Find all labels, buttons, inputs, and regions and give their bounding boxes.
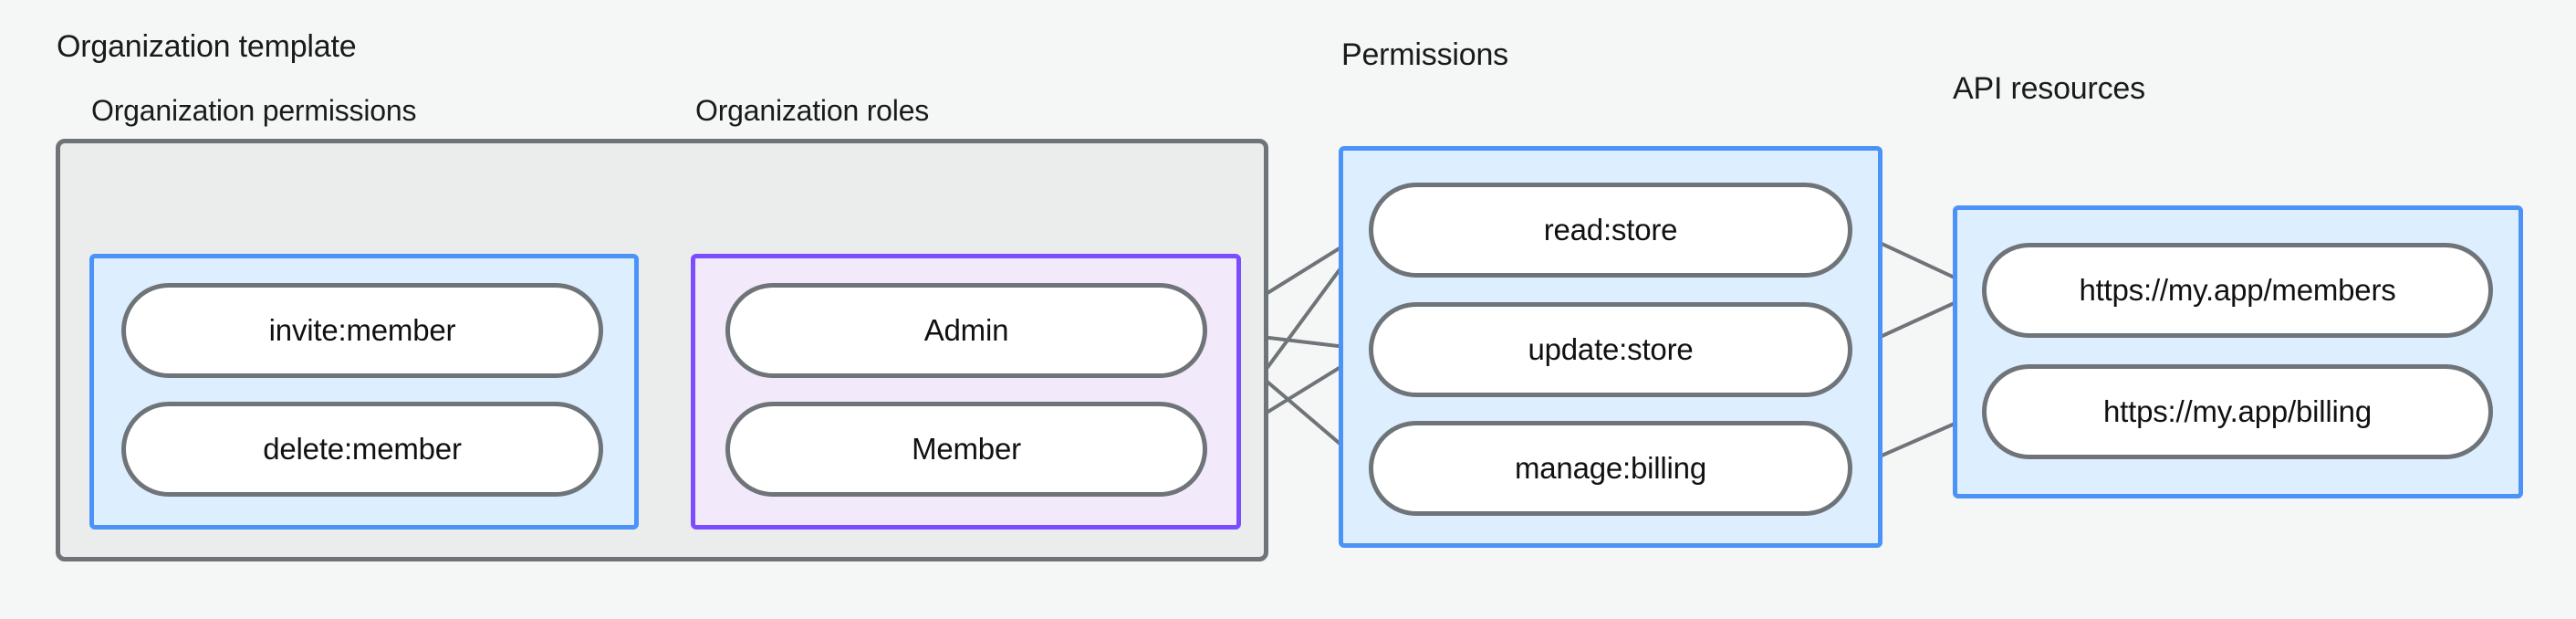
node-update-store[interactable]: update:store bbox=[1369, 302, 1852, 397]
node-invite-member[interactable]: invite:member bbox=[121, 283, 603, 378]
organization-roles-label: Organization roles bbox=[695, 94, 930, 127]
node-manage-billing[interactable]: manage:billing bbox=[1369, 421, 1852, 516]
node-api-billing[interactable]: https://my.app/billing bbox=[1982, 364, 2493, 459]
node-api-members[interactable]: https://my.app/members bbox=[1982, 243, 2493, 338]
organization-template-label: Organization template bbox=[57, 29, 357, 64]
node-api-members-label: https://my.app/members bbox=[2079, 273, 2396, 307]
node-manage-billing-label: manage:billing bbox=[1514, 451, 1706, 485]
organization-permissions-label: Organization permissions bbox=[91, 94, 417, 127]
permissions-label: Permissions bbox=[1341, 37, 1508, 72]
api-resources-label: API resources bbox=[1953, 71, 2145, 106]
node-role-admin-label: Admin bbox=[923, 313, 1009, 347]
node-role-admin[interactable]: Admin bbox=[725, 283, 1207, 378]
node-invite-member-label: invite:member bbox=[268, 313, 456, 347]
node-update-store-label: update:store bbox=[1528, 332, 1694, 366]
node-read-store[interactable]: read:store bbox=[1369, 183, 1852, 278]
node-read-store-label: read:store bbox=[1543, 213, 1678, 247]
node-role-member[interactable]: Member bbox=[725, 402, 1207, 497]
node-delete-member[interactable]: delete:member bbox=[121, 402, 603, 497]
node-role-member-label: Member bbox=[912, 432, 1021, 466]
node-delete-member-label: delete:member bbox=[263, 432, 462, 466]
node-api-billing-label: https://my.app/billing bbox=[2103, 394, 2372, 428]
